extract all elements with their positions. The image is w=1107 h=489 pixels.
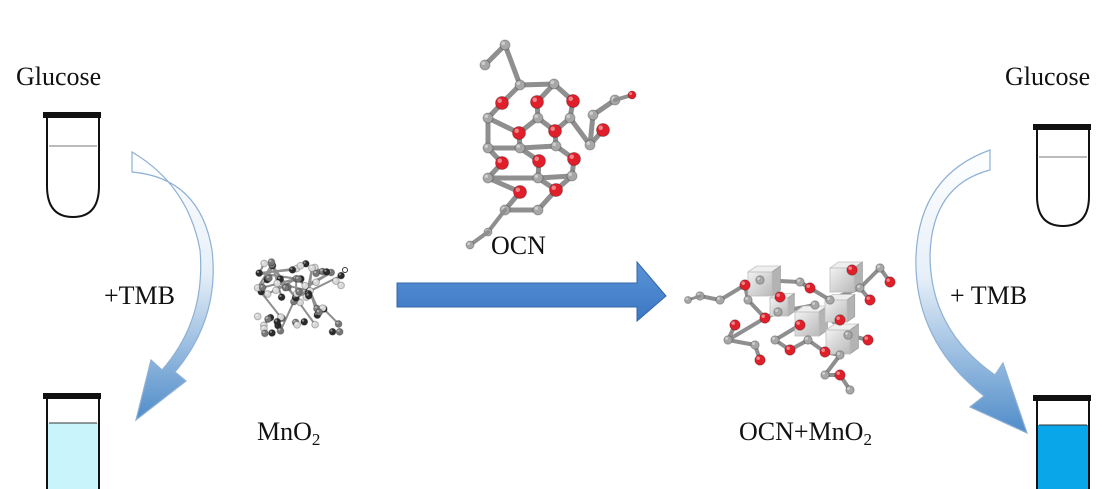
ocn-molecule-icon [465, 39, 637, 250]
ocn-label: OCN [491, 231, 546, 260]
mno2-molecule-icon [253, 258, 348, 338]
left-tmb-label: +TMB [104, 281, 176, 310]
left-curved-arrow [131, 150, 214, 422]
right-glucose-label: Glucose [1005, 62, 1091, 91]
left-solution-light-blue [48, 423, 98, 489]
reaction-arrow [396, 260, 667, 323]
right-result-tube [1033, 395, 1091, 489]
left-glucose-tube [43, 112, 101, 219]
right-curved-arrow [915, 149, 1029, 435]
right-glucose-tube [1033, 124, 1091, 228]
right-tmb-label: + TMB [950, 281, 1028, 310]
left-result-tube [43, 393, 101, 489]
right-solution-blue [1038, 425, 1088, 489]
ocn-mno2-composite-icon [684, 261, 896, 395]
mno2-label: MnO2 [257, 417, 321, 449]
left-glucose-label: Glucose [16, 62, 102, 91]
ocn-mno2-label: OCN+MnO2 [739, 417, 872, 449]
